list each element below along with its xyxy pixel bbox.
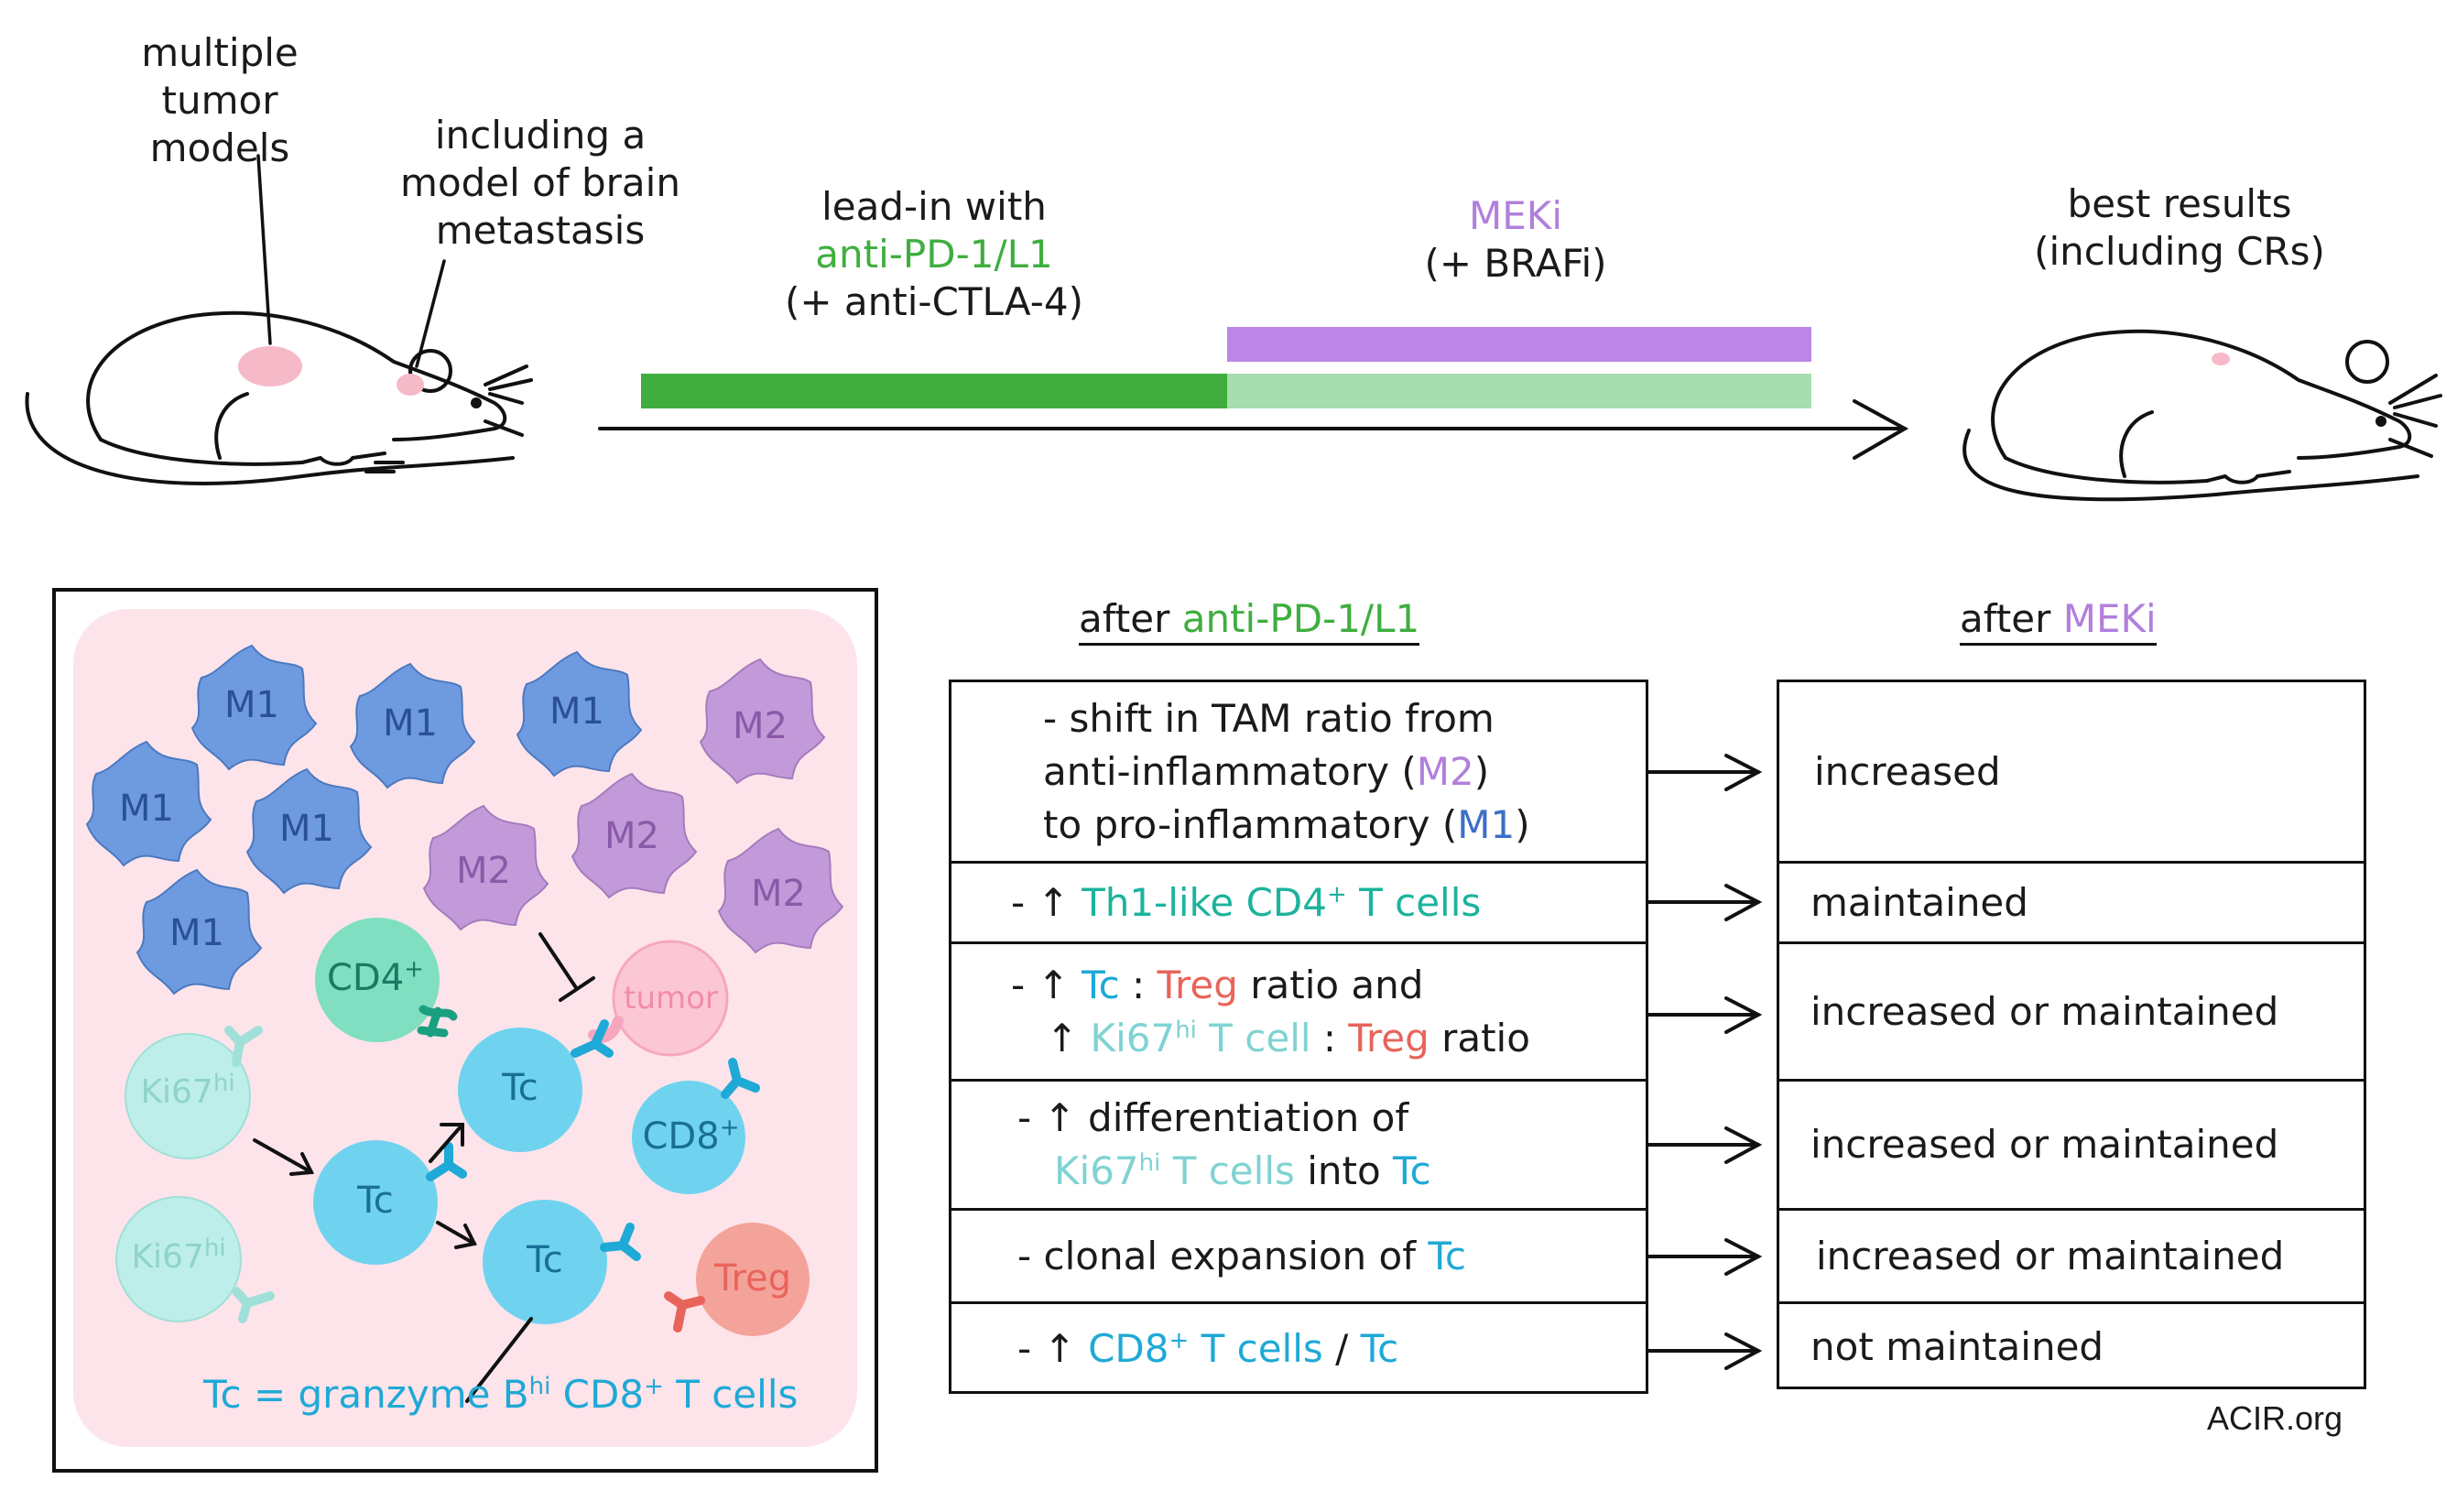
m2-label: M2 — [456, 850, 511, 892]
anti-pd1-bar — [641, 374, 1227, 408]
tc-cell — [313, 1140, 438, 1265]
m1-label: M1 — [169, 912, 224, 954]
tc-label: Tc — [527, 1239, 563, 1281]
leadin-label: lead-in with anti-PD-1/L1 (+ anti-CTLA-4… — [785, 184, 1083, 324]
differentiation-arrows-icon — [253, 1123, 533, 1403]
treg-label: Treg — [713, 1257, 792, 1300]
tc-cell — [483, 1200, 607, 1324]
tc-label: Tc — [502, 1067, 538, 1109]
result-row: not maintained — [1810, 1324, 2104, 1369]
tc-footnote: Tc = granzyme Bhi CD8+ T cells — [203, 1372, 799, 1417]
right-mouse-icon — [1962, 329, 2442, 502]
ki67-label: Ki67hi — [131, 1235, 226, 1276]
tumor-cell — [612, 940, 729, 1057]
meki-bar — [1227, 327, 1811, 362]
tc-label: Tc — [357, 1180, 394, 1222]
effects-box: - shift in TAM ratio from anti-inflammat… — [949, 680, 1648, 1394]
meki-label: MEKi (+ BRAFi) — [1424, 193, 1607, 286]
best-results-label: best results (including CRs) — [2034, 181, 2325, 274]
tumor-models-label: multiple tumor models — [141, 30, 299, 170]
m2-label: M2 — [733, 705, 788, 747]
tumor-spot-body — [238, 346, 302, 386]
tc-cell — [458, 1028, 582, 1152]
result-row: maintained — [1810, 879, 2028, 925]
top-illustration — [25, 154, 2442, 502]
ki67-cell — [115, 1196, 242, 1322]
credit-label: ACIR.org — [2207, 1399, 2343, 1437]
m1-label: M1 — [224, 684, 279, 726]
tumor-spot-brain — [397, 374, 424, 396]
header-after-antipd1: after anti-PD-1/L1 — [1079, 595, 1420, 646]
cd4-label: CD4+ — [327, 955, 424, 999]
brain-metastasis-label: including a model of brain metastasis — [400, 113, 680, 253]
result-row: increased or maintained — [1816, 1233, 2285, 1278]
m1-label: M1 — [383, 702, 438, 745]
timeline-arrow-icon — [598, 399, 1909, 460]
m1-label: M1 — [119, 788, 174, 830]
m1-label: M1 — [279, 808, 334, 850]
anti-pd1-continued-bar — [1227, 374, 1811, 408]
right-mouse-spot — [2212, 353, 2230, 365]
effect-row-tam: - shift in TAM ratio from anti-inflammat… — [1043, 695, 1530, 847]
cd8-label: CD8+ — [642, 1114, 740, 1158]
header-after-meki: after MEKi — [1960, 595, 2157, 646]
treg-cell — [696, 1223, 810, 1336]
effect-row-tc-treg: - ↑ Tc : Treg ratio and ↑ Ki67hi T cell … — [1011, 962, 1530, 1061]
m1-label: M1 — [549, 691, 604, 733]
effect-row-clonal: - clonal expansion of Tc — [1017, 1233, 1466, 1278]
effect-row-th1: - ↑ Th1-like CD4+ T cells — [1011, 879, 1482, 925]
ki67-label: Ki67hi — [140, 1070, 235, 1111]
results-box: increased maintained increased or mainta… — [1777, 680, 2366, 1389]
left-mouse-icon — [25, 310, 533, 485]
cd4-cell — [315, 918, 440, 1042]
ki67-cell — [125, 1033, 251, 1159]
effect-row-differentiation: - ↑ differentiation of Ki67hi T cells in… — [1017, 1095, 1431, 1193]
result-row: increased — [1814, 748, 2001, 794]
effect-row-cd8: - ↑ CD8+ T cells / Tc — [1017, 1326, 1399, 1371]
m2-label: M2 — [604, 815, 659, 857]
m2-label: M2 — [751, 873, 806, 915]
tumor-label: tumor — [624, 980, 718, 1017]
result-row: increased or maintained — [1810, 1122, 2279, 1167]
cd8-cell — [632, 1081, 745, 1194]
result-row: increased or maintained — [1810, 988, 2279, 1034]
